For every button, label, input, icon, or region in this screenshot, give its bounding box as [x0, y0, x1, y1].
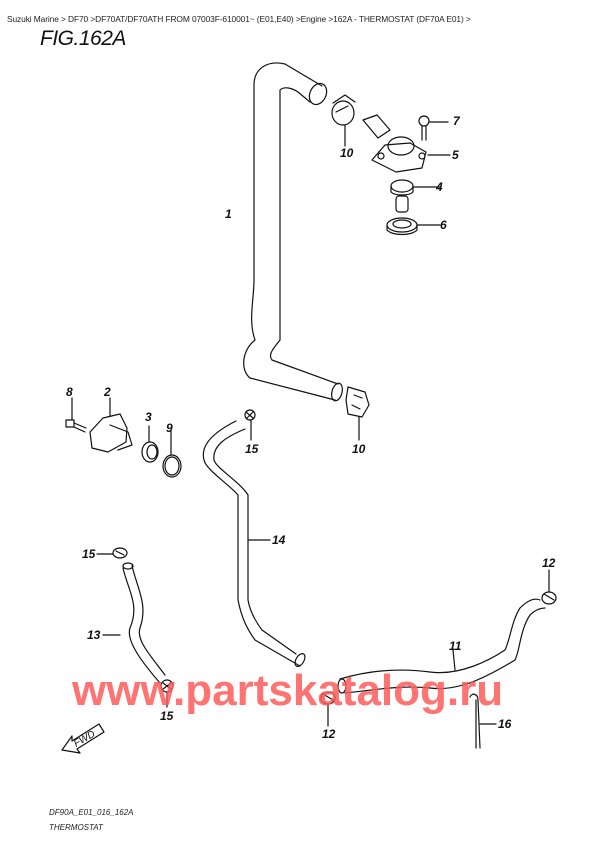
part-3-cap[interactable] — [141, 425, 159, 463]
figure-name: THERMOSTAT — [49, 823, 103, 832]
fwd-label: FWD — [72, 729, 97, 750]
part-12-clamp-a[interactable] — [320, 691, 336, 727]
part-5-thermostat-cover[interactable] — [362, 114, 451, 173]
part-13-hose[interactable] — [102, 562, 166, 684]
breadcrumb-item-suzuki-marine[interactable]: Suzuki Marine — [7, 14, 59, 24]
watermark: www.partskatalog.ru — [71, 666, 503, 715]
breadcrumb-item-engine[interactable]: Engine — [300, 14, 327, 24]
part-11-hose[interactable] — [337, 598, 546, 694]
callout-3[interactable]: 3 — [145, 410, 152, 424]
part-2-housing[interactable] — [89, 397, 133, 453]
part-12-clamp-b[interactable] — [541, 569, 557, 605]
callout-15-a[interactable]: 15 — [245, 442, 259, 456]
part-4-thermostat[interactable] — [390, 179, 441, 213]
part-15-clamp-c[interactable] — [160, 679, 174, 708]
part-14-hose[interactable] — [202, 420, 307, 668]
part-15-clamp-b[interactable] — [96, 547, 128, 559]
figure-code: DF90A_E01_016_162A — [49, 808, 134, 817]
callout-10-top[interactable]: 10 — [340, 146, 354, 160]
part-10-clamp-lower[interactable] — [345, 386, 370, 441]
breadcrumb-separator: > — [88, 14, 96, 24]
part-10-clamp-top[interactable] — [331, 94, 356, 147]
callout-12-left[interactable]: 12 — [322, 727, 336, 741]
callout-9[interactable]: 9 — [166, 421, 173, 435]
callout-16[interactable]: 16 — [498, 717, 512, 731]
callout-15-c[interactable]: 15 — [160, 709, 174, 723]
part-15-clamp-a[interactable] — [244, 409, 256, 441]
callout-10-lower[interactable]: 10 — [352, 442, 366, 456]
part-8-bolt[interactable] — [65, 397, 87, 433]
figure-title: FIG.162A — [40, 27, 126, 50]
breadcrumb-separator: > — [326, 14, 334, 24]
callout-8[interactable]: 8 — [66, 385, 73, 399]
breadcrumb-item-thermostat[interactable]: 162A - THERMOSTAT (DF70A E01) — [333, 14, 464, 24]
breadcrumb-item-model[interactable]: DF70AT/DF70ATH FROM 07003F-610001~ (E01,… — [95, 14, 294, 24]
part-16-cable-tie[interactable] — [469, 693, 497, 749]
callout-2[interactable]: 2 — [103, 385, 111, 399]
callout-5[interactable]: 5 — [452, 148, 459, 162]
breadcrumb-separator: > — [463, 14, 471, 24]
callout-14[interactable]: 14 — [272, 533, 286, 547]
fwd-arrow-icon: FWD — [61, 723, 105, 754]
part-6-seal[interactable] — [386, 217, 441, 236]
part-7-bolt[interactable] — [418, 115, 449, 141]
part-1-hose[interactable] — [243, 62, 344, 402]
callout-13[interactable]: 13 — [87, 628, 101, 642]
callout-4[interactable]: 4 — [435, 180, 443, 194]
breadcrumb-separator: > — [58, 14, 69, 24]
breadcrumb: Suzuki Marine > DF70 >DF70AT/DF70ATH FRO… — [7, 14, 471, 24]
callout-1[interactable]: 1 — [225, 207, 232, 221]
callout-11[interactable]: 11 — [449, 639, 462, 653]
callout-12-right[interactable]: 12 — [542, 556, 556, 570]
part-9-o-ring[interactable] — [162, 429, 182, 478]
callout-6[interactable]: 6 — [440, 218, 447, 232]
breadcrumb-separator: > — [293, 14, 301, 24]
breadcrumb-item-df70[interactable]: DF70 — [68, 14, 89, 24]
callout-15-b[interactable]: 15 — [82, 547, 96, 561]
callout-7[interactable]: 7 — [453, 114, 461, 128]
